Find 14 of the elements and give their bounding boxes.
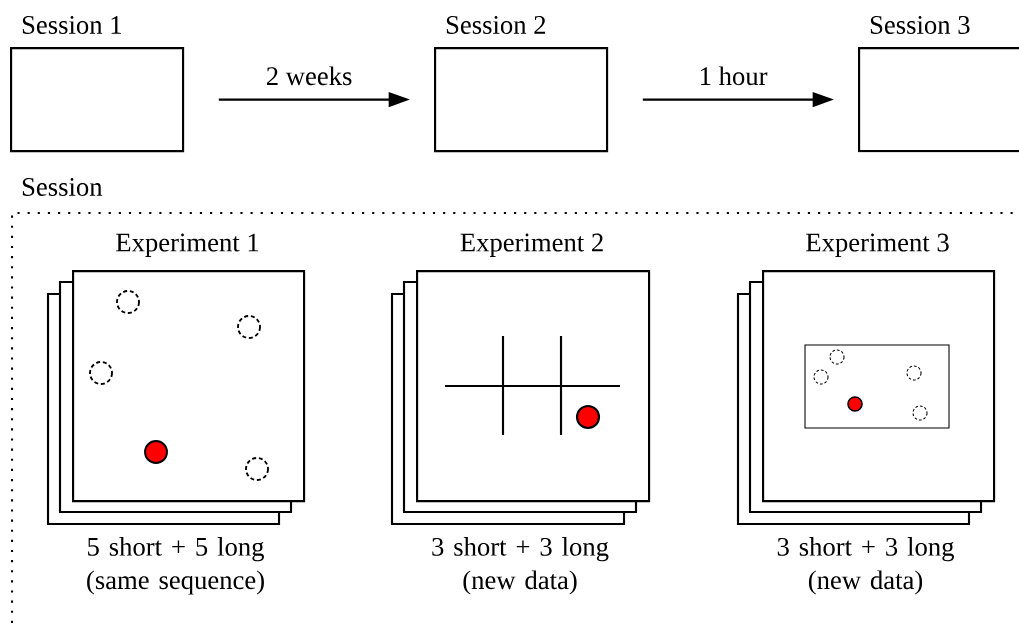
session-box: Session 3 (858, 16, 1019, 153)
experiment-caption: 3 short + 3 long (new data) (432, 537, 609, 595)
experiment-title: Experiment 1 (116, 233, 259, 257)
experiment-caption: 3 short + 3 long (new data) (777, 537, 954, 595)
edge-label: 2 weeks (266, 66, 352, 86)
session-box: Session 1 (10, 16, 185, 153)
node-label: Session 3 (870, 16, 970, 34)
edge-label: 1 hour (701, 66, 768, 86)
experiment-caption: 5 short + 5 long (same sequence) (87, 537, 264, 595)
node-label: Session 2 (446, 16, 546, 34)
experiment-title: Experiment 3 (806, 233, 949, 257)
session-box: Session 2 (434, 16, 609, 153)
experiment-title: Experiment 2 (460, 233, 603, 257)
node-label: Session 1 (22, 16, 121, 34)
